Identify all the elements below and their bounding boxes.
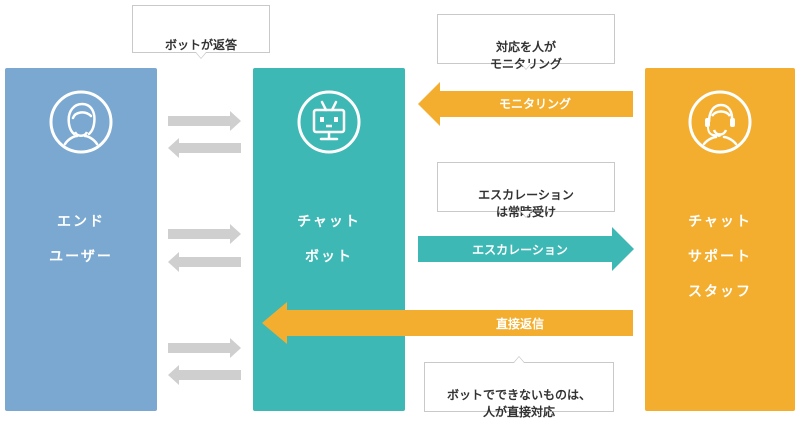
direct-reply-arrow-label: 直接返信 — [495, 317, 544, 331]
monitoring-arrow-label: モニタリング — [498, 97, 571, 111]
escalation-callout: エスカレーション は常時受け — [437, 162, 615, 219]
exchange-arrow-right-2 — [168, 224, 241, 244]
end-user-panel: エンド ユーザー — [5, 68, 157, 411]
monitor-callout: 対応を人が モニタリング — [437, 14, 615, 71]
headset-operator-icon — [688, 90, 752, 154]
robot-icon — [297, 90, 361, 154]
exchange-arrow-right-1 — [168, 111, 241, 131]
direct-response-callout: ボットでできないものは、 人が直接対応 — [424, 356, 614, 419]
escalation-arrow-label: エスカレーション — [472, 243, 568, 257]
callout-tail-inner — [514, 357, 524, 363]
support-staff-panel: チャット サポート スタッフ — [645, 68, 795, 411]
user-woman-icon — [49, 90, 113, 154]
chatbot-panel: チャット ボット — [253, 68, 405, 411]
exchange-arrow-right-3 — [168, 338, 241, 358]
chatbot-label: チャット ボット — [297, 214, 361, 265]
exchange-arrow-left-3 — [168, 365, 241, 385]
direct-reply-arrow — [262, 302, 633, 344]
exchange-arrow-left-1 — [168, 138, 241, 158]
callout-tail-inner — [196, 52, 206, 58]
escalation-arrow — [418, 227, 634, 271]
bot-reply-callout: ボットが返答 — [132, 5, 270, 59]
end-user-label: エンド ユーザー — [49, 214, 113, 265]
bot-reply-text: ボットが返答 — [164, 38, 237, 52]
exchange-arrow-left-2 — [168, 252, 241, 272]
monitoring-arrow — [418, 82, 633, 126]
callout-tail-inner — [521, 63, 531, 69]
support-staff-label: チャット サポート スタッフ — [688, 214, 752, 300]
callout-tail-inner — [521, 211, 531, 217]
